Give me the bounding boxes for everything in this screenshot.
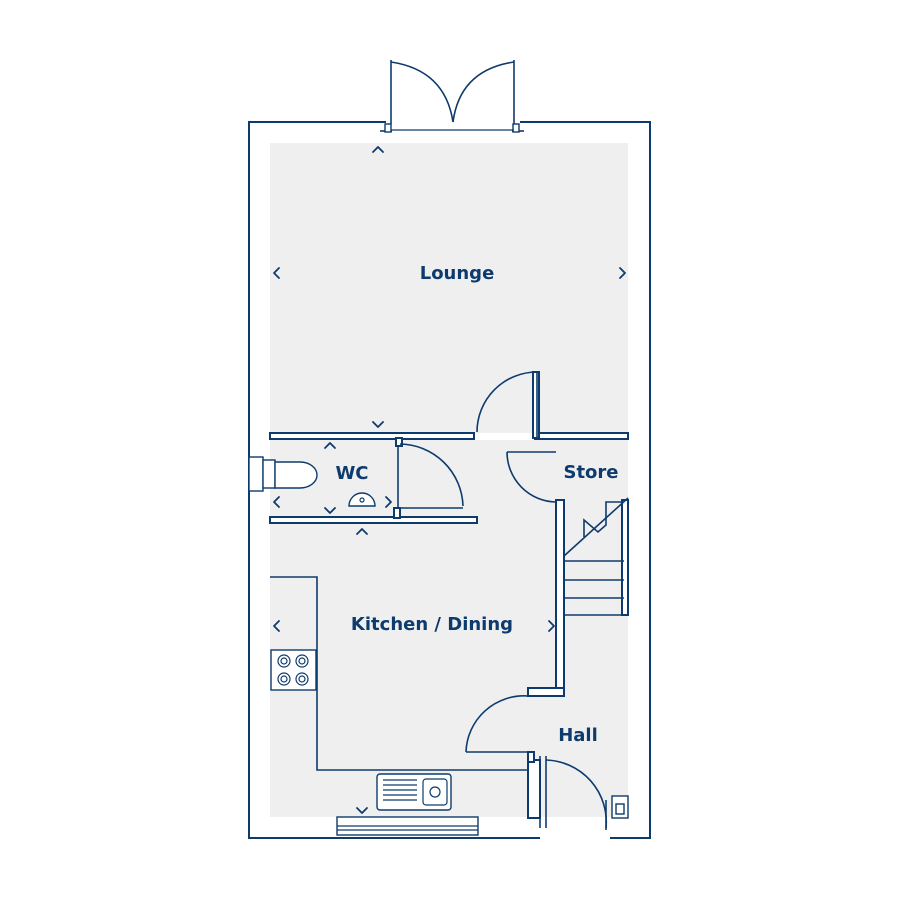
hall-label: Hall bbox=[558, 725, 598, 746]
kitchen-window bbox=[336, 816, 479, 836]
kitchen-counters bbox=[270, 576, 528, 811]
stairs bbox=[563, 497, 629, 616]
store-label: Store bbox=[563, 462, 618, 483]
wc-bottom-arrow bbox=[324, 507, 336, 514]
kitchen-bottom-arrow bbox=[356, 807, 368, 814]
lounge-door[interactable] bbox=[476, 371, 538, 438]
lounge-right-arrow bbox=[619, 267, 626, 279]
kitchen-top-arrow bbox=[356, 528, 368, 535]
wc-right-arrow bbox=[385, 496, 392, 508]
hall-floor bbox=[528, 615, 628, 817]
kitchen-dining-label: Kitchen / Dining bbox=[351, 614, 513, 635]
basin-icon bbox=[348, 492, 376, 507]
lounge-top-arrow bbox=[372, 146, 384, 153]
french-doors[interactable] bbox=[380, 60, 524, 133]
lounge-label: Lounge bbox=[420, 263, 495, 284]
hob-icon bbox=[270, 649, 317, 691]
kitchen-left-arrow bbox=[273, 620, 280, 632]
store-floor bbox=[507, 440, 628, 500]
room-labels: Lounge WC Store Kitchen / Dining Hall bbox=[335, 263, 618, 746]
front-door[interactable] bbox=[539, 756, 629, 844]
wc-door[interactable] bbox=[399, 443, 464, 509]
lounge-bottom-arrow bbox=[372, 421, 384, 428]
lounge-left-arrow bbox=[273, 267, 280, 279]
lounge-floor bbox=[270, 143, 628, 433]
kitchen-dining-floor bbox=[270, 440, 556, 760]
store-door[interactable] bbox=[506, 451, 557, 503]
kitchen-hall-door[interactable] bbox=[465, 695, 529, 753]
sink-icon bbox=[376, 773, 452, 811]
wc-label: WC bbox=[335, 463, 368, 484]
wc-fixtures bbox=[248, 456, 376, 507]
wc-top-arrow bbox=[324, 442, 336, 449]
toilet-icon bbox=[248, 456, 318, 492]
wc-left-arrow bbox=[273, 496, 280, 508]
stairs-floor bbox=[564, 500, 628, 615]
kitchen-right-arrow bbox=[548, 620, 555, 632]
dimension-markers bbox=[273, 146, 626, 814]
interior-walls bbox=[269, 371, 629, 819]
floor-areas bbox=[270, 143, 628, 817]
